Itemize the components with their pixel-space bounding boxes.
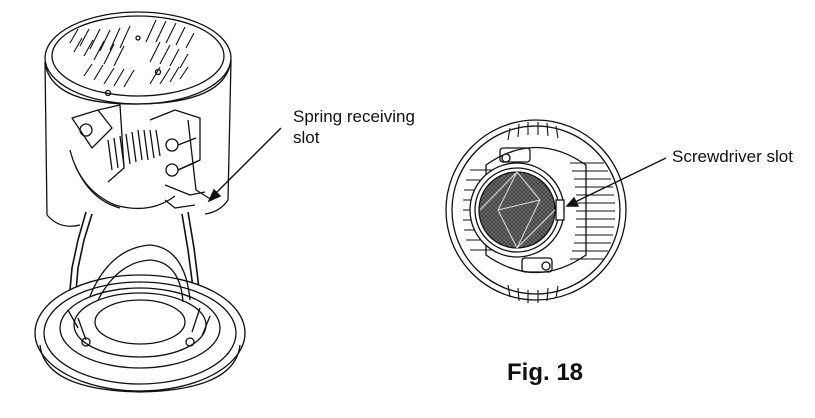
spring-label-line2: slot [293,128,320,147]
figure-caption: Fig. 18 [507,359,584,386]
trim-ring-drawing [35,245,245,392]
screwdriver-slot-label: Screwdriver slot [672,147,793,166]
bottom-view-drawing [446,120,626,303]
callout-arrows [209,128,666,206]
spring-label-line1: Spring receiving [293,107,415,126]
downlight-body-drawing [45,12,231,320]
spring-receiving-slot-label: Spring receiving slot [293,106,415,148]
